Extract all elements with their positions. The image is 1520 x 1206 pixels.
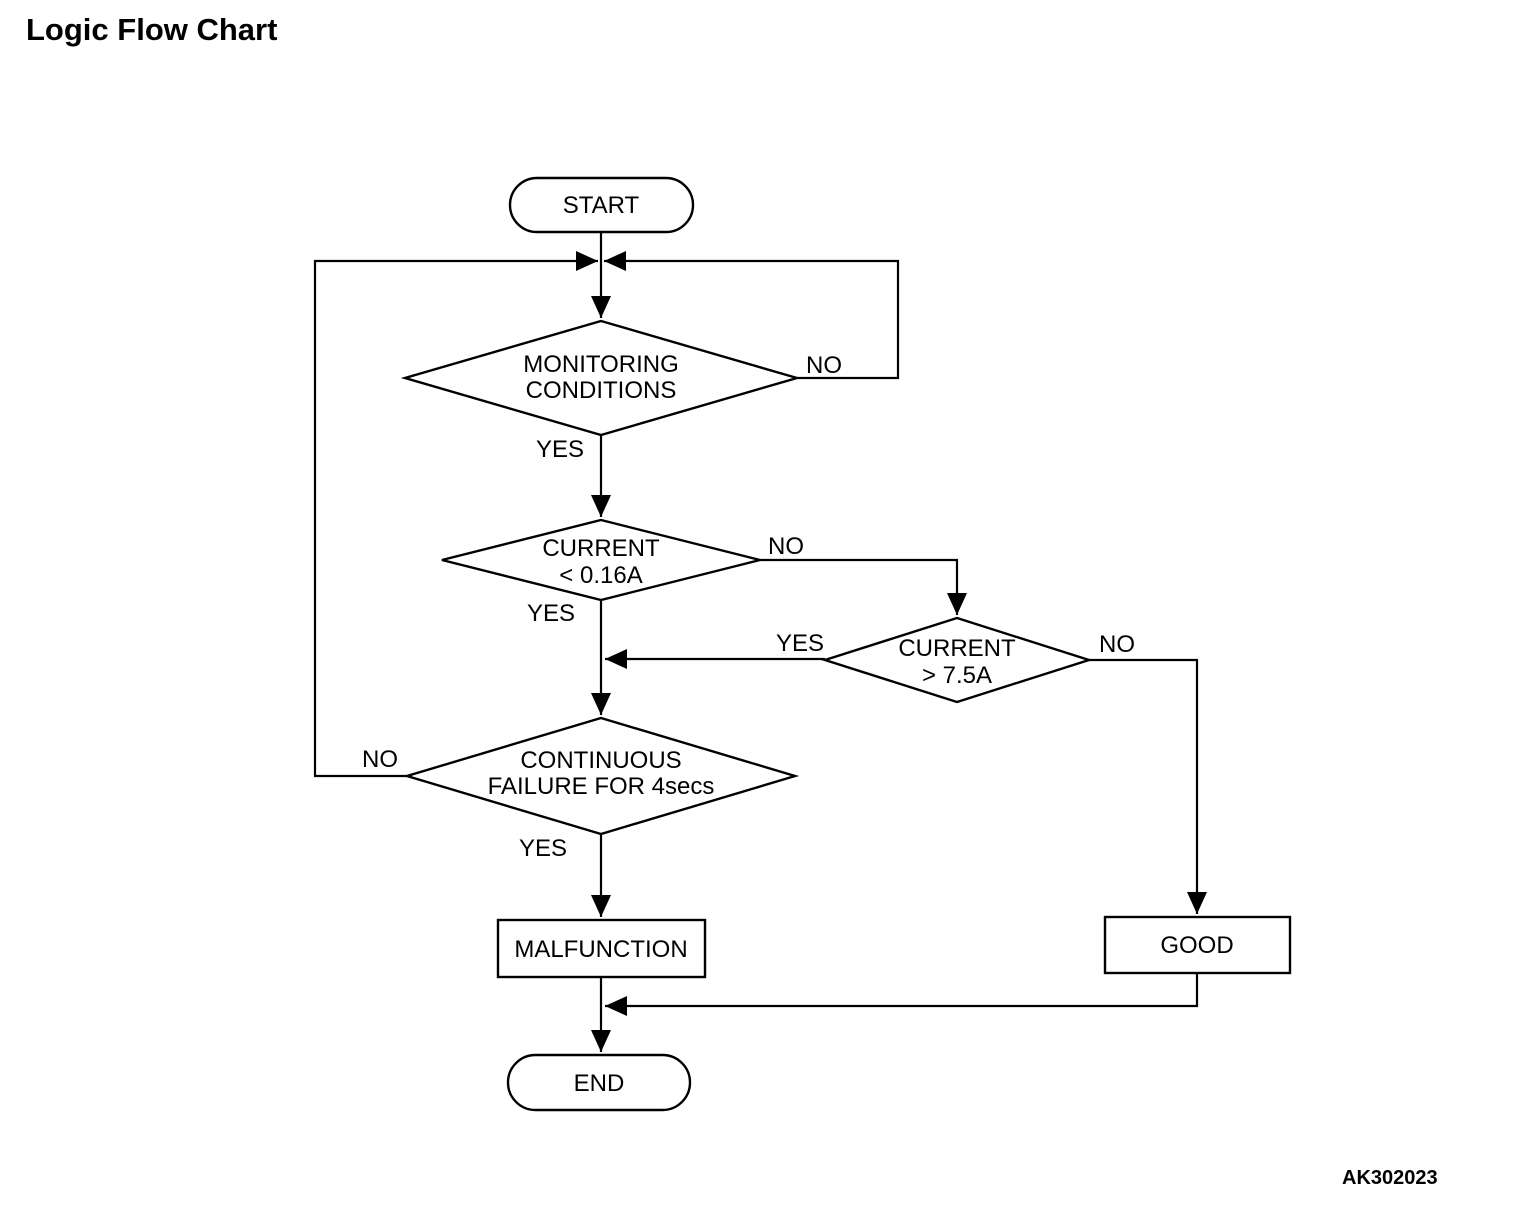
edge-label-current-high-no: NO: [1099, 631, 1135, 658]
edge-label-current-high-yes: YES: [776, 630, 824, 657]
malfunction-node: [496, 918, 707, 979]
start-node-label: START: [563, 192, 640, 219]
monitoring-decision: [400, 319, 802, 437]
monitoring-decision-label-line2: CONDITIONS: [526, 377, 677, 404]
current-low-decision-label-line1: CURRENT: [542, 535, 660, 562]
edge-continuous-no-loop: [313, 251, 598, 778]
edge-label-continuous-no: NO: [362, 746, 398, 773]
edge-label-current-low-no: NO: [768, 533, 804, 560]
continuous-failure-decision-label-line2: FAILURE FOR 4secs: [488, 773, 715, 800]
start-node: [508, 176, 695, 234]
current-high-decision: [821, 616, 1093, 704]
current-low-decision-label-line2: < 0.16A: [559, 562, 642, 589]
malfunction-node-label: MALFUNCTION: [514, 936, 687, 963]
current-high-decision-label-line1: CURRENT: [898, 635, 1016, 662]
edge-label-monitoring-no: NO: [806, 352, 842, 379]
current-high-decision-label-line2: > 7.5A: [922, 662, 992, 689]
edge-current-low-no: [760, 558, 967, 615]
continuous-failure-decision: [402, 716, 800, 836]
end-node-label: END: [574, 1070, 625, 1097]
edge-label-monitoring-yes: YES: [536, 436, 584, 463]
continuous-failure-decision-label-line1: CONTINUOUS: [520, 747, 681, 774]
figure-code: AK302023: [1342, 1167, 1438, 1189]
page-title: Logic Flow Chart: [26, 12, 277, 47]
edge-label-continuous-yes: YES: [519, 835, 567, 862]
edge-current-high-no: [1089, 658, 1207, 914]
good-node-label: GOOD: [1160, 932, 1233, 959]
end-node: [506, 1053, 692, 1112]
monitoring-decision-label-line1: MONITORING: [523, 351, 679, 378]
edge-good-merge: [605, 973, 1199, 1016]
edge-monitoring-no-loop: [604, 251, 900, 380]
edge-label-current-low-yes: YES: [527, 600, 575, 627]
current-low-decision: [441, 518, 761, 602]
good-node: [1103, 915, 1292, 975]
